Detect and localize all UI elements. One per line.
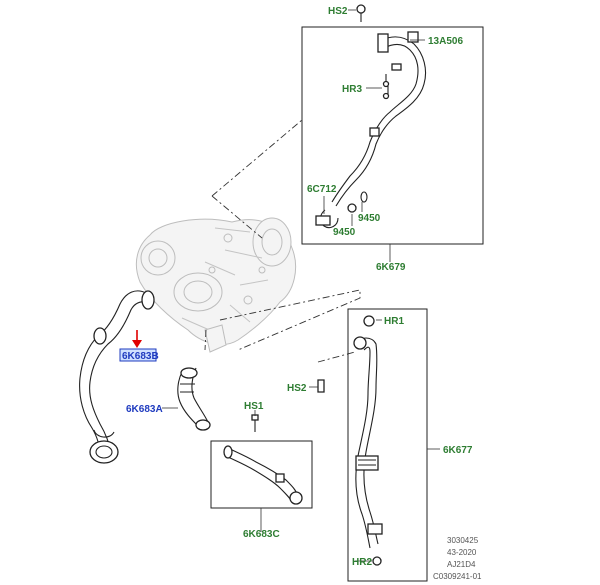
highlight-arrow: [132, 330, 142, 348]
coolant-pipe-6k683c: [223, 445, 303, 505]
bolt-hs2-mid: [317, 379, 325, 393]
upper-fasteners: [347, 4, 390, 213]
coolant-pipe-box: [210, 440, 313, 509]
callout-hr3[interactable]: HR3: [342, 84, 362, 95]
oil-feed-pipe: [315, 31, 427, 229]
oil-return-pipe: [317, 315, 383, 566]
callout-6k683b[interactable]: 6K683B: [122, 351, 159, 362]
callout-6k683a[interactable]: 6K683A: [126, 404, 163, 415]
callout-hs2-mid[interactable]: HS2: [287, 383, 307, 394]
sealing-washer-hr3-a: [382, 80, 390, 88]
highlight-box-6k683b: [119, 348, 157, 362]
callout-6c712[interactable]: 6C712: [307, 184, 337, 195]
turbocharger-ghost-illustration: [135, 217, 296, 353]
oil-feed-pipe-box: [301, 26, 484, 245]
reference-code-2: 43-2020: [447, 548, 477, 557]
callout-leader-lines: [162, 9, 440, 562]
sealing-washer-hr3-b: [382, 92, 390, 100]
sealing-ring-hr1: [363, 315, 375, 327]
callout-9450-b[interactable]: 9450: [333, 227, 356, 238]
callout-9450-a[interactable]: 9450: [358, 213, 381, 224]
connection-lines: [204, 119, 361, 363]
callout-6k677[interactable]: 6K677: [443, 445, 473, 456]
sealing-washer-9450-b: [360, 191, 368, 203]
bolt-hs1: [251, 414, 259, 432]
sealing-washer-9450-a: [347, 203, 357, 213]
oil-return-pipe-box: [347, 308, 428, 582]
reference-code-3: AJ21D4: [447, 560, 476, 569]
callout-6k683c[interactable]: 6K683C: [243, 529, 280, 540]
sealing-ring-hr2: [372, 556, 382, 566]
callout-labels: HS2 13A506 HR3 6C712 9450 9450 6K679 HR1…: [122, 6, 473, 568]
banjo-bolt-hs2: [356, 4, 366, 14]
coolant-hose-6k683b: [79, 290, 155, 464]
callout-hs1[interactable]: HS1: [244, 401, 264, 412]
callout-13a506[interactable]: 13A506: [428, 36, 463, 47]
callout-hr2[interactable]: HR2: [352, 557, 372, 568]
coolant-hose-6k683a: [177, 367, 211, 431]
callout-hr1[interactable]: HR1: [384, 316, 404, 327]
reference-codes: 3030425 43-2020 AJ21D4 C0309241-01: [433, 536, 482, 581]
reference-code-1: 3030425: [447, 536, 479, 545]
callout-hs2-top[interactable]: HS2: [328, 6, 348, 17]
callout-6k679[interactable]: 6K679: [376, 262, 406, 273]
reference-code-4: C0309241-01: [433, 572, 482, 581]
